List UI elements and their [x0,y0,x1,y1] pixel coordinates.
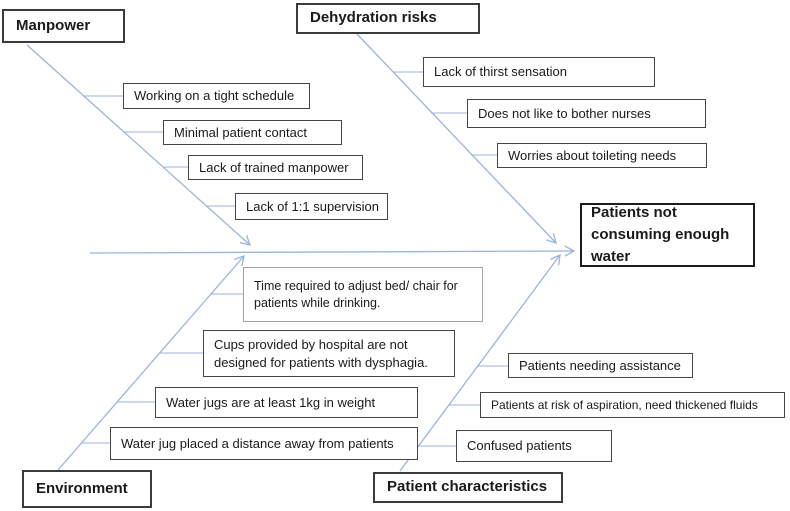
spine-line [89,245,576,257]
cause-box-dehydration-1: Lack of thirst sensation [423,57,655,87]
effect-box: Patients not consuming enough water [580,203,755,267]
manpower-bone [26,44,251,246]
category-box-environment: Environment [22,470,152,508]
cause-box-manpower-3: Lack of trained manpower [188,155,363,180]
cause-box-manpower-2: Minimal patient contact [163,120,342,145]
cause-box-environment-1: Time required to adjust bed/ chair for p… [243,267,483,322]
patient-characteristics-bone [399,253,561,472]
category-box-dehydration-risks: Dehydration risks [296,3,480,34]
cause-box-environment-3: Water jugs are at least 1kg in weight [155,387,418,418]
cause-box-patient-3: Confused patients [456,430,612,462]
cause-box-manpower-4: Lack of 1:1 supervision [235,193,388,220]
category-box-manpower: Manpower [2,9,125,43]
cause-box-environment-4: Water jug placed a distance away from pa… [110,427,418,460]
category-box-patient-characteristics: Patient characteristics [373,472,563,503]
cause-box-environment-2: Cups provided by hospital are not design… [203,330,455,377]
dehydration-bone [356,33,557,244]
cause-box-patient-1: Patients needing assistance [508,353,693,378]
cause-box-dehydration-2: Does not like to bother nurses [467,99,706,128]
cause-box-manpower-1: Working on a tight schedule [123,83,310,109]
cause-box-dehydration-3: Worries about toileting needs [497,143,707,168]
environment-bone [57,254,245,471]
cause-connector-ticks [82,71,508,447]
cause-box-patient-2: Patients at risk of aspiration, need thi… [480,392,785,418]
